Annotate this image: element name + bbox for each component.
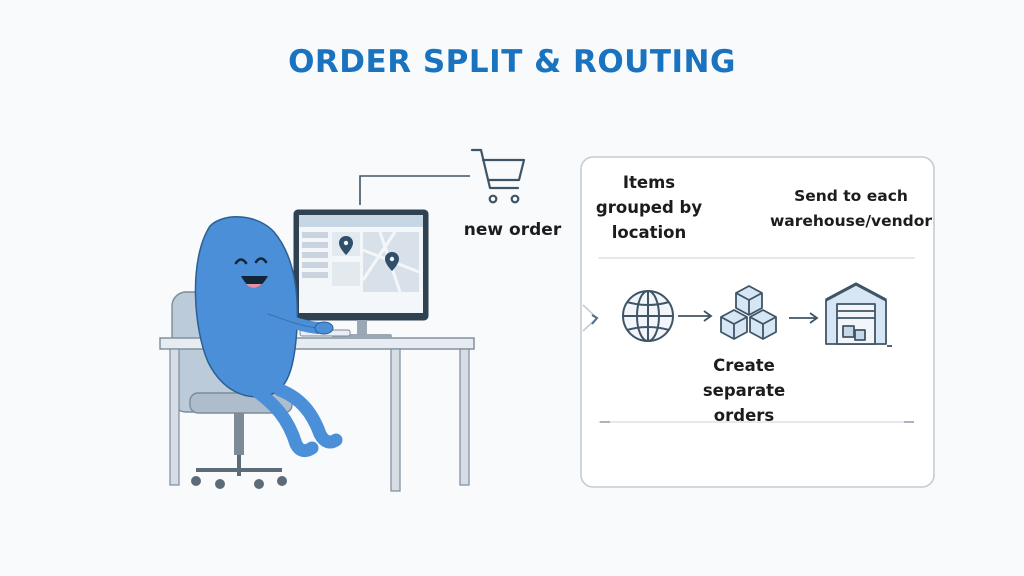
page-title: ORDER SPLIT & ROUTING <box>288 44 736 80</box>
warehouse-icon <box>825 282 892 347</box>
cart-connector-line <box>359 175 470 205</box>
desk <box>159 337 475 492</box>
globe-icon <box>622 290 674 342</box>
flow-arrow <box>789 312 819 324</box>
new-order-label: new order <box>463 220 562 240</box>
shopping-cart-icon <box>470 148 526 204</box>
send-to-each-label: Send to each warehouse/vendor <box>769 187 933 230</box>
create-separate-orders-label: Create separate orders <box>702 356 786 425</box>
blue-character <box>194 216 343 458</box>
flow-arrow <box>678 310 713 322</box>
items-grouped-label: Items grouped by location <box>595 173 703 242</box>
boxes-icon <box>720 285 777 340</box>
map-pin-icon <box>339 236 399 271</box>
computer-monitor <box>293 209 429 339</box>
